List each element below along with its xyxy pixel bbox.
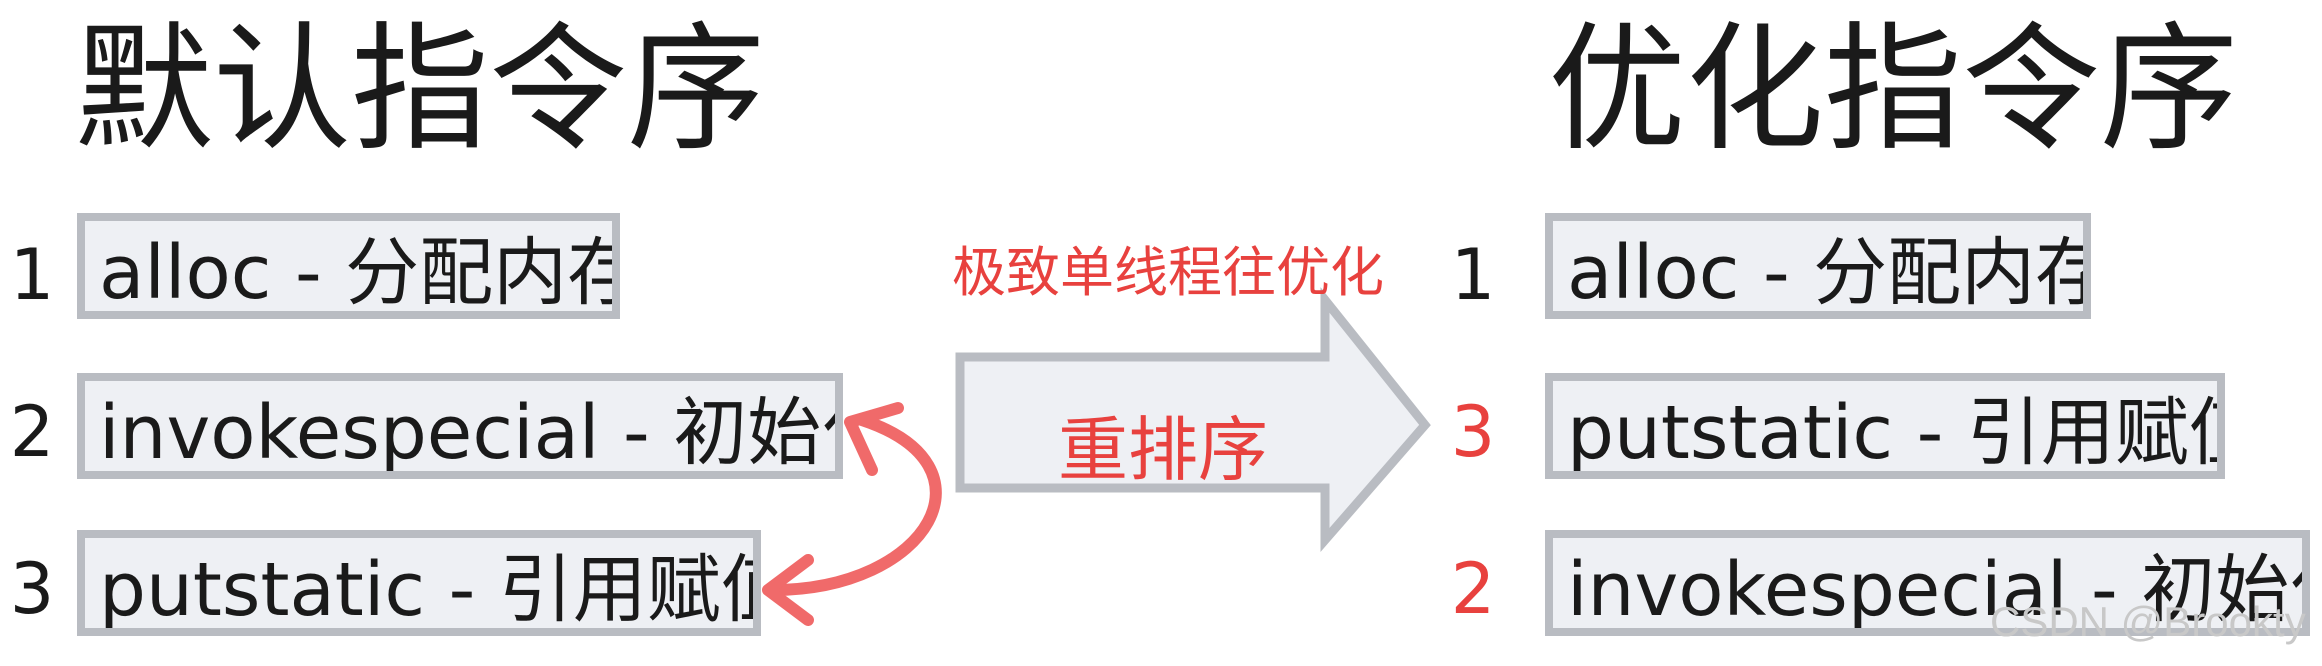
reorder-arrow-shape: [955, 287, 1431, 553]
right-row-2-number: 3: [1450, 391, 1496, 473]
optimization-caption: 极致单线程往优化: [952, 241, 1384, 304]
right-row-2-box: putstatic - 引用赋值: [1545, 373, 2225, 479]
left-row-2-number: 2: [9, 391, 55, 473]
swap-curve-icon: [766, 414, 942, 596]
left-row-1-box: alloc - 分配内存: [77, 213, 620, 319]
left-title: 默认指令序: [75, 9, 766, 170]
right-row-3-box: invokespecial - 初始化: [1545, 530, 2310, 636]
left-row-3-number: 3: [9, 548, 55, 630]
right-title: 优化指令序: [1548, 9, 2239, 170]
right-row-1-number: 1: [1450, 234, 1496, 316]
left-row-2-box: invokespecial - 初始化: [77, 373, 843, 479]
right-row-1-box: alloc - 分配内存: [1545, 213, 2091, 319]
swap-arrowhead-top-icon: [844, 402, 904, 476]
left-row-1-number: 1: [9, 234, 55, 316]
reorder-label: 重排序: [1058, 409, 1268, 491]
right-row-3-number: 2: [1450, 548, 1496, 630]
swap-arrowhead-bottom-icon: [762, 554, 814, 626]
watermark: CSDN @Brookty: [1990, 598, 2306, 645]
left-row-3-box: putstatic - 引用赋值: [77, 530, 761, 636]
